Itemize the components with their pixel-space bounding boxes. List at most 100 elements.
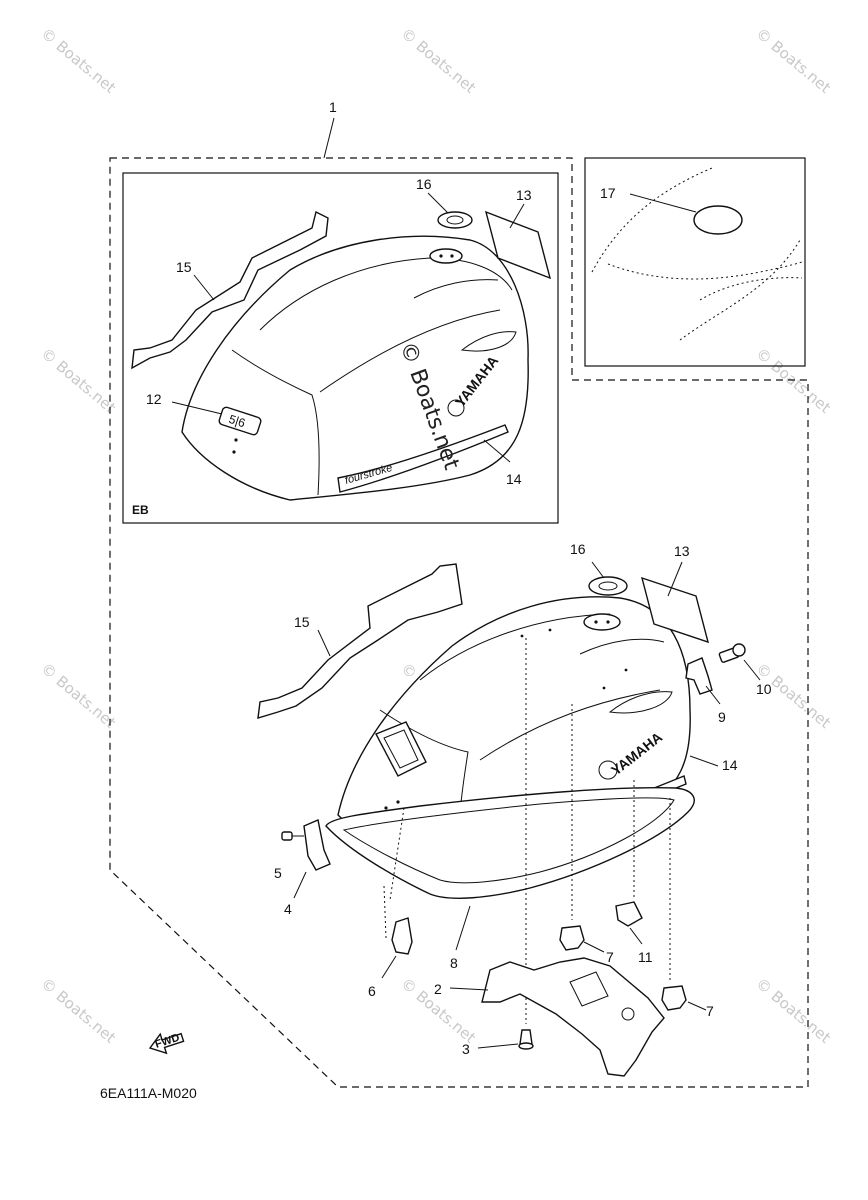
inset-contour [259,257,513,331]
callout-6: 6 [368,983,376,999]
watermark: © Boats.net [752,24,834,97]
badge-text: 5|6 [227,412,247,431]
callout-7a: 7 [606,949,614,965]
cowling-contour [419,613,611,681]
leader-15 [317,629,331,657]
leader-6 [381,955,397,979]
callout-15: 15 [294,614,310,630]
grommet-16 [588,576,628,596]
leader-10 [743,659,761,681]
callout-15-inset: 15 [176,259,192,275]
inset-contour [231,349,320,496]
leader-8 [455,905,471,951]
clip-11 [615,901,643,927]
callout-7b: 7 [706,1003,714,1019]
leader-4 [293,871,307,899]
logo-circle [447,399,465,417]
support-2-hole [621,1007,635,1021]
callout-5: 5 [274,865,282,881]
leader-2 [449,987,489,991]
leader-15-inset [193,274,215,301]
grommet-hole-inset [429,248,463,264]
callout-8: 8 [450,955,458,971]
bracket-9 [685,657,713,695]
leader-1 [323,117,335,159]
inset-contour [413,279,499,299]
inset-cowling: 5|6 fourstroke YAMAHA [131,210,552,501]
callout-4: 4 [284,901,292,917]
decal-15 [257,563,463,719]
guide-line [389,807,405,901]
badge-12-inset: 5|6 [218,406,262,436]
watermark: © Boats.net [752,344,834,417]
inset-contour [319,309,501,393]
callout-1: 1 [329,99,337,115]
cowling-contour [608,691,673,714]
leader-12-inset [171,401,223,415]
watermark: © Boats.net [752,974,834,1047]
callout-2: 2 [434,981,442,997]
decal-15-inset [131,210,329,370]
top-cowling-inset [181,235,529,501]
cowling-contour [579,638,665,655]
leader-16-inset [427,192,449,214]
seal-8-inner [342,797,675,884]
watermark: © Boats.net [397,24,479,97]
assembly-outline [109,157,809,1088]
watermark: © Boats.net [37,24,119,97]
leader-13 [667,561,683,597]
pin-5 [281,831,304,841]
leader-9 [705,685,721,705]
outline-curve [591,167,713,273]
callout-10: 10 [756,681,772,697]
fwd-label: FWD [154,1032,182,1051]
callout-11: 11 [638,949,653,965]
support-2-detail [569,971,609,1007]
cowling-contour [479,689,661,761]
seal-17 [693,205,743,235]
leader-14 [689,755,719,767]
leader-13-inset [509,203,525,229]
leader-17 [629,193,697,213]
callout-16: 16 [570,541,586,557]
callout-16-inset: 16 [416,176,432,192]
leader-14-inset [483,439,511,463]
guide-line [383,885,387,939]
callout-14-inset: 14 [506,471,522,487]
callout-17: 17 [600,185,616,201]
callout-9: 9 [718,709,726,725]
screw-10 [718,643,746,663]
callout-13-inset: 13 [516,187,532,203]
outline-curve [607,261,803,280]
inset-17-frame [584,157,806,367]
inset-eb-frame [122,172,559,524]
support-2 [481,957,665,1077]
decal-14-inset [337,424,509,493]
leader-3 [477,1043,519,1049]
stopper-6 [391,917,413,955]
grommet-ring [598,581,618,591]
grommet-hole [583,613,621,631]
holder-7 [559,925,585,951]
watermark: © Boats.net [37,344,119,417]
callout-13: 13 [674,543,690,559]
logo-circle [598,760,618,780]
inset-tag: EB [132,503,149,517]
fwd-arrow-icon: FWD [148,1032,185,1055]
leader-7a [583,941,605,953]
stopper-4 [303,819,331,871]
decal-13 [640,576,710,644]
callout-14: 14 [722,757,738,773]
outline-curve [679,239,801,341]
callout-12-inset: 12 [146,391,162,407]
air-vent-inner [383,729,419,769]
outline-curve [699,277,803,301]
grommet-ring [446,215,464,225]
leader-16 [591,561,605,579]
diagram-code: 6EA111A-M020 [100,1085,197,1101]
leader-7b [687,1001,707,1011]
grommet-16-inset [437,211,473,229]
leader-11 [629,927,643,945]
watermark: © Boats.net [37,659,119,732]
inset-contour [460,331,517,352]
